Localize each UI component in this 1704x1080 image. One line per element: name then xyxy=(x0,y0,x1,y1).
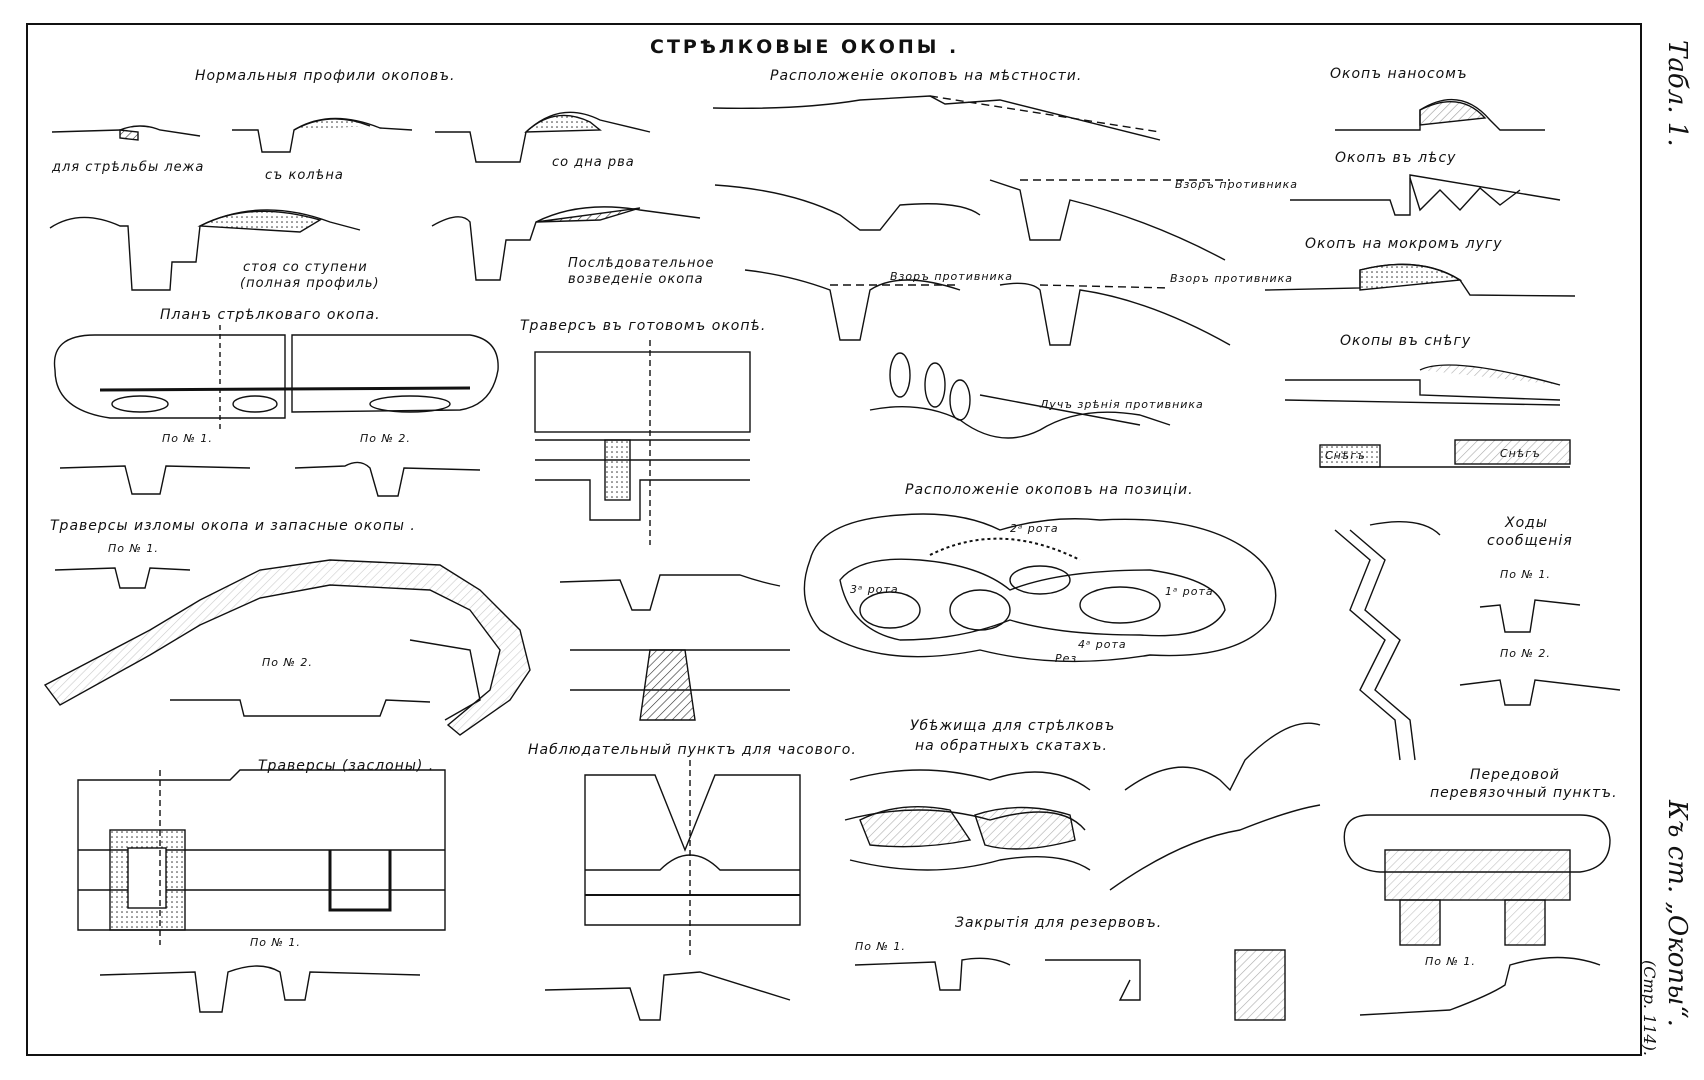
label-terrain: Расположеніе окоповъ на мѣстности. xyxy=(770,68,1083,84)
plate-border xyxy=(26,23,1642,1056)
plate-title: СТРѢЛКОВЫЕ ОКОПЫ . xyxy=(650,36,960,58)
page-ref: (Стр. 114). xyxy=(1640,960,1659,1056)
label-snow-word-1: Снѣгъ xyxy=(1325,449,1366,462)
label-plan-po1: По № 1. xyxy=(162,432,213,445)
label-normal-profiles: Нормальныя профили окоповъ. xyxy=(195,68,456,84)
snow-section-1 xyxy=(1284,364,1561,406)
label-enemy-view-2: Взоръ противника xyxy=(890,270,1014,283)
trench-plan xyxy=(53,325,499,430)
label-standing-step: стоя со ступени xyxy=(243,260,368,275)
snow-section-2 xyxy=(1319,439,1571,468)
dressing-plan xyxy=(1343,814,1611,946)
label-forest: Окопъ въ лѣсу xyxy=(1335,150,1457,166)
observation-plan xyxy=(584,760,801,955)
traverse-section xyxy=(54,567,431,717)
label-breaks-po1: По № 1. xyxy=(108,542,159,555)
label-snow: Окопы въ снѣгу xyxy=(1340,333,1472,349)
label-shelters-2: на обратныхъ скатахъ. xyxy=(915,738,1108,754)
communication-plan xyxy=(1334,520,1441,761)
label-kneeling: съ колѣна xyxy=(265,168,344,183)
cover-section xyxy=(854,949,1286,1021)
label-rez: Рез xyxy=(1055,652,1078,665)
position-map xyxy=(803,513,1277,663)
label-full-profile: (полная профиль) xyxy=(240,276,380,291)
label-enemy-view-1: Взоръ противника xyxy=(1175,178,1299,191)
terrain-top xyxy=(712,95,1161,141)
label-rota2: 2ᵃ рота xyxy=(1010,522,1059,535)
shelters-section xyxy=(1109,722,1321,891)
dressing-section xyxy=(1359,956,1601,1016)
label-lying: для стрѣльбы лежа xyxy=(52,160,205,175)
label-breaks-po2: По № 2. xyxy=(262,656,313,669)
label-sequential-2: возведеніе окопа xyxy=(568,272,704,287)
shields-plan xyxy=(77,769,446,945)
label-traverses-breaks: Траверсы изломы окопа и запасные окопы . xyxy=(50,518,416,534)
terrain-3 xyxy=(744,269,1231,346)
label-snow-word-2: Снѣгъ xyxy=(1500,447,1541,460)
label-shields-po1: По № 1. xyxy=(250,936,301,949)
label-plan-po2: По № 2. xyxy=(360,432,411,445)
label-wet-meadow: Окопъ на мокромъ лугу xyxy=(1305,236,1503,252)
observation-section xyxy=(544,971,791,1021)
shelters-map xyxy=(844,769,1091,871)
label-dressing-po1: По № 1. xyxy=(1425,955,1476,968)
communication-sections xyxy=(1459,599,1621,706)
label-communication-2: сообщенія xyxy=(1487,533,1573,549)
plan-sections xyxy=(59,461,481,497)
label-comm-po2: По № 2. xyxy=(1500,647,1551,660)
label-plan: Планъ стрѣлковаго окопа. xyxy=(160,307,381,323)
plate-number: Табл. 1. xyxy=(1662,40,1692,147)
traverse-breaks-plan xyxy=(43,559,531,736)
label-dressing: Передовой xyxy=(1470,767,1560,783)
label-ditch-bottom: со дна рва xyxy=(552,155,635,170)
terrain-4 xyxy=(869,352,1171,439)
embankment-section xyxy=(1335,98,1545,131)
profile-kneeling xyxy=(232,117,413,153)
label-shelters: Убѣжища для стрѣлковъ xyxy=(910,718,1116,734)
article-ref: Къ ст. „Окопы“. xyxy=(1662,800,1692,1027)
label-enemy-sight: Лучъ зрѣнія противника xyxy=(1040,398,1204,411)
label-traverse-ready: Траверсъ въ готовомъ окопѣ. xyxy=(520,318,767,334)
label-cover-po1: По № 1. xyxy=(855,940,906,953)
terrain-2 xyxy=(714,179,1230,261)
label-sequential: Послѣдовательное xyxy=(568,256,715,271)
shields-section xyxy=(99,965,421,1013)
profile-sequential xyxy=(431,206,701,281)
label-traverses-shields: Траверсы (заслоны) . xyxy=(258,758,435,774)
traverse-ready xyxy=(534,340,751,545)
label-communication: Ходы xyxy=(1505,515,1548,531)
traverse-ready-sections xyxy=(559,574,790,721)
profile-lying xyxy=(51,125,201,141)
forest-section xyxy=(1290,174,1561,216)
wet-meadow-section xyxy=(1264,263,1576,297)
label-dressing-2: перевязочный пунктъ. xyxy=(1430,785,1618,801)
label-comm-po1: По № 1. xyxy=(1500,568,1551,581)
label-rota1: 1ᵃ рота xyxy=(1165,585,1214,598)
label-position: Расположеніе окоповъ на позиціи. xyxy=(905,482,1194,498)
label-rota4: 4ᵃ рота xyxy=(1078,638,1127,651)
label-embankment: Окопъ наносомъ xyxy=(1330,66,1468,82)
label-observation: Наблюдательный пунктъ для часового. xyxy=(528,742,857,758)
profile-standing-step xyxy=(49,209,361,291)
label-rota3: 3ᵃ рота xyxy=(850,583,899,596)
label-cover: Закрытія для резервовъ. xyxy=(955,915,1163,931)
label-enemy-view-3: Взоръ противника xyxy=(1170,272,1294,285)
profile-ditch-bottom xyxy=(435,111,651,163)
